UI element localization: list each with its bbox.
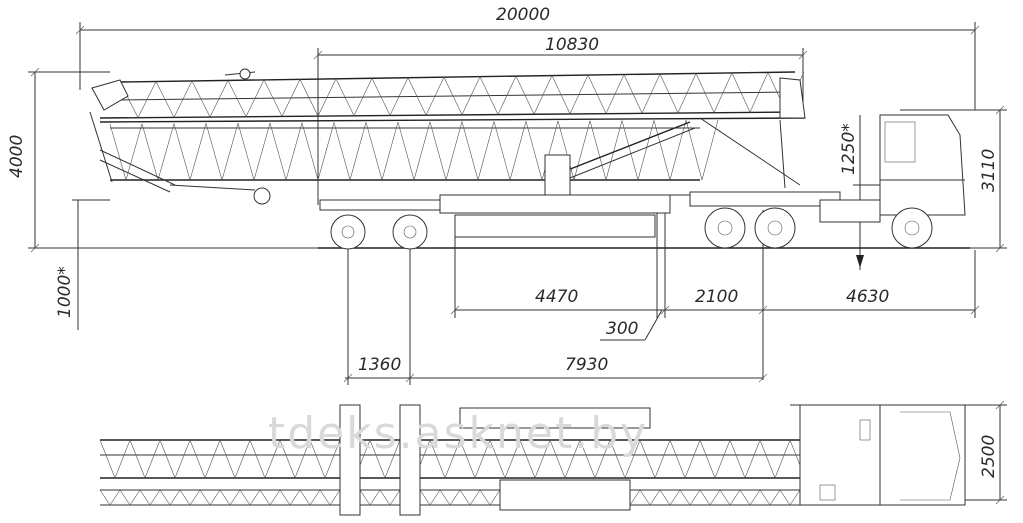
tractor <box>704 114 966 249</box>
dim-cab-offset: 1250* <box>839 123 859 175</box>
trailer-wheel-2 <box>392 214 428 250</box>
semitrailer <box>319 191 841 250</box>
dimension-lines <box>28 22 1007 505</box>
boom-head <box>89 68 271 205</box>
dim-axle-spacing: 2100 <box>695 287 738 307</box>
strut <box>544 121 696 196</box>
dim-width: 2500 <box>979 435 999 478</box>
plan-tractor <box>799 404 881 506</box>
tractor-wheel-2 <box>754 207 796 249</box>
lower-boom <box>99 117 806 181</box>
dim-wheelbase-total: 7930 <box>565 355 608 375</box>
dim-tractor-length: 4630 <box>846 287 889 307</box>
dim-boom-length: 10830 <box>545 35 599 55</box>
dim-cab-height: 3110 <box>979 149 999 192</box>
dim-bogie-spacing: 1360 <box>358 355 401 375</box>
boom-tip <box>699 77 806 189</box>
dim-overall-height: 4000 <box>7 135 27 178</box>
dimension-labels: 20000 10830 4000 1250* 3110 1000* 4470 2… <box>7 5 999 478</box>
dim-kingpin-offset: 300 <box>606 319 638 339</box>
tractor-wheel-front <box>891 207 933 249</box>
trailer-wheel-1 <box>330 214 366 250</box>
tractor-wheel-1 <box>704 207 746 249</box>
plan-cab <box>879 404 966 506</box>
upper-boom <box>99 71 805 119</box>
dim-overall-length: 20000 <box>496 5 550 25</box>
watermark: tdeks.asknet.by <box>268 408 648 459</box>
dim-ground-clearance: 1000* <box>55 266 75 318</box>
plan-view <box>99 404 966 516</box>
side-view <box>89 68 966 250</box>
dim-trailer-span: 4470 <box>535 287 578 307</box>
